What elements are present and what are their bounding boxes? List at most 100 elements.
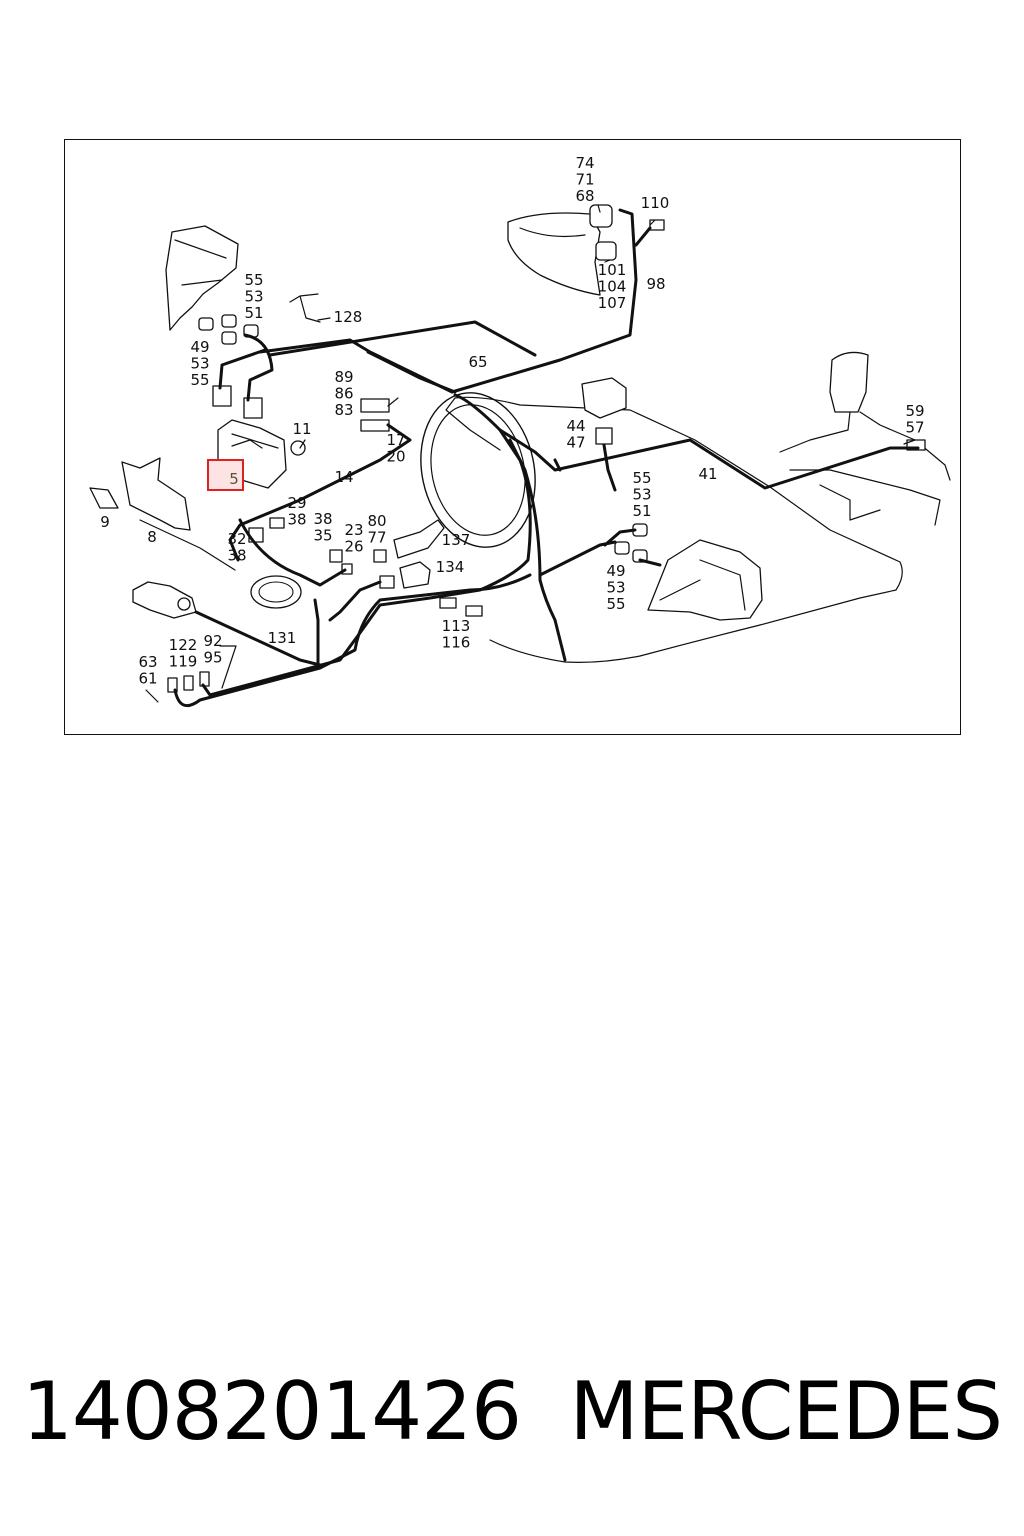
callout-line: 110 [641, 194, 670, 212]
left-mirror-drawing [165, 225, 239, 331]
callout-line: 49 [190, 338, 209, 356]
callout-line: 68 [575, 187, 594, 205]
callout-line: 32 [227, 530, 246, 548]
callout-line: 92 [203, 632, 222, 650]
callout-line: 29 [287, 494, 306, 512]
callout-line: 55 [632, 469, 651, 487]
callout-line: 53 [632, 486, 651, 504]
callout-line: 53 [244, 288, 263, 306]
callout-line: 65 [468, 353, 487, 371]
callout-line: 53 [606, 579, 625, 597]
right-mirror-drawing [647, 539, 763, 621]
callout-line: 137 [442, 531, 471, 549]
callout-line: 11 [292, 420, 311, 438]
callout-line: 8 [147, 528, 157, 546]
callout-line: 26 [344, 538, 363, 556]
panel-8-drawing [121, 457, 191, 531]
callout-line: 95 [203, 649, 222, 667]
callout-line: 53 [190, 355, 209, 373]
highlighted-callout-label: 5 [229, 470, 239, 488]
callout-line: 89 [334, 368, 353, 386]
leader-lines [145, 204, 916, 703]
callout-line: 59 [905, 402, 924, 420]
callout-line: 74 [575, 154, 594, 172]
callout-9: 9 [100, 513, 110, 531]
callout-line: 41 [698, 465, 717, 483]
callout-line: 107 [598, 294, 627, 312]
callout-line: 86 [334, 385, 353, 403]
highlighted-callout-box [207, 459, 244, 491]
callout-line: 55 [244, 271, 263, 289]
callout-line: 55 [190, 371, 209, 389]
callout-line: 55 [606, 595, 625, 613]
panel-9-drawing [89, 487, 119, 509]
callout-line: 116 [442, 634, 471, 652]
part-outlines [89, 204, 951, 693]
callout-line: 38 [287, 511, 306, 529]
callout-line: 83 [334, 401, 353, 419]
callout-41: 41 [698, 465, 717, 483]
callout-line: 71 [575, 171, 594, 189]
callout-line: 14 [334, 468, 353, 486]
callout-line: 61 [138, 670, 157, 688]
callout-line: 23 [344, 521, 363, 539]
callout-line: 44 [566, 417, 585, 435]
callout-11: 11 [292, 420, 311, 438]
callout-line: 49 [606, 562, 625, 580]
callout-line: 131 [268, 629, 297, 647]
callout-98: 98 [646, 275, 665, 293]
seat-drawing [829, 351, 869, 413]
callout-128: 128 [334, 308, 363, 326]
callout-line: 128 [334, 308, 363, 326]
bracket-128-drawing [289, 293, 321, 323]
callout-line: 77 [367, 529, 386, 547]
callout-line: 63 [138, 653, 157, 671]
relay-137-drawing [393, 519, 445, 559]
callout-131: 131 [268, 629, 297, 647]
callout-line: 38 [313, 510, 332, 528]
callout-65: 65 [468, 353, 487, 371]
callout-110: 110 [641, 194, 670, 212]
callout-line: 134 [436, 558, 465, 576]
callout-line: 104 [598, 278, 627, 296]
callout-line: 51 [632, 502, 651, 520]
callout-line: 98 [646, 275, 665, 293]
callout-line: 80 [367, 512, 386, 530]
callout-line: 113 [442, 617, 471, 635]
callout-line: 122 [169, 636, 198, 654]
callout-14: 14 [334, 468, 353, 486]
callout-line: 35 [313, 527, 332, 545]
part-number: 1408201426 [22, 1365, 522, 1458]
callout-line: 20 [386, 448, 405, 466]
harness-wires [173, 208, 920, 708]
callout-line: 9 [100, 513, 110, 531]
callout-line: 101 [598, 261, 627, 279]
footer: 1408201426 MERCEDES [0, 1365, 1024, 1475]
steering-wheel-drawing [420, 392, 536, 548]
callout-line: 119 [169, 653, 198, 671]
module-44-47-drawing [581, 377, 627, 419]
callout-line: 57 [905, 419, 924, 437]
callout-line: 38 [227, 547, 246, 565]
callout-line: 47 [566, 434, 585, 452]
callout-line: 17 [386, 431, 405, 449]
callout-8: 8 [147, 528, 157, 546]
callout-137: 137 [442, 531, 471, 549]
